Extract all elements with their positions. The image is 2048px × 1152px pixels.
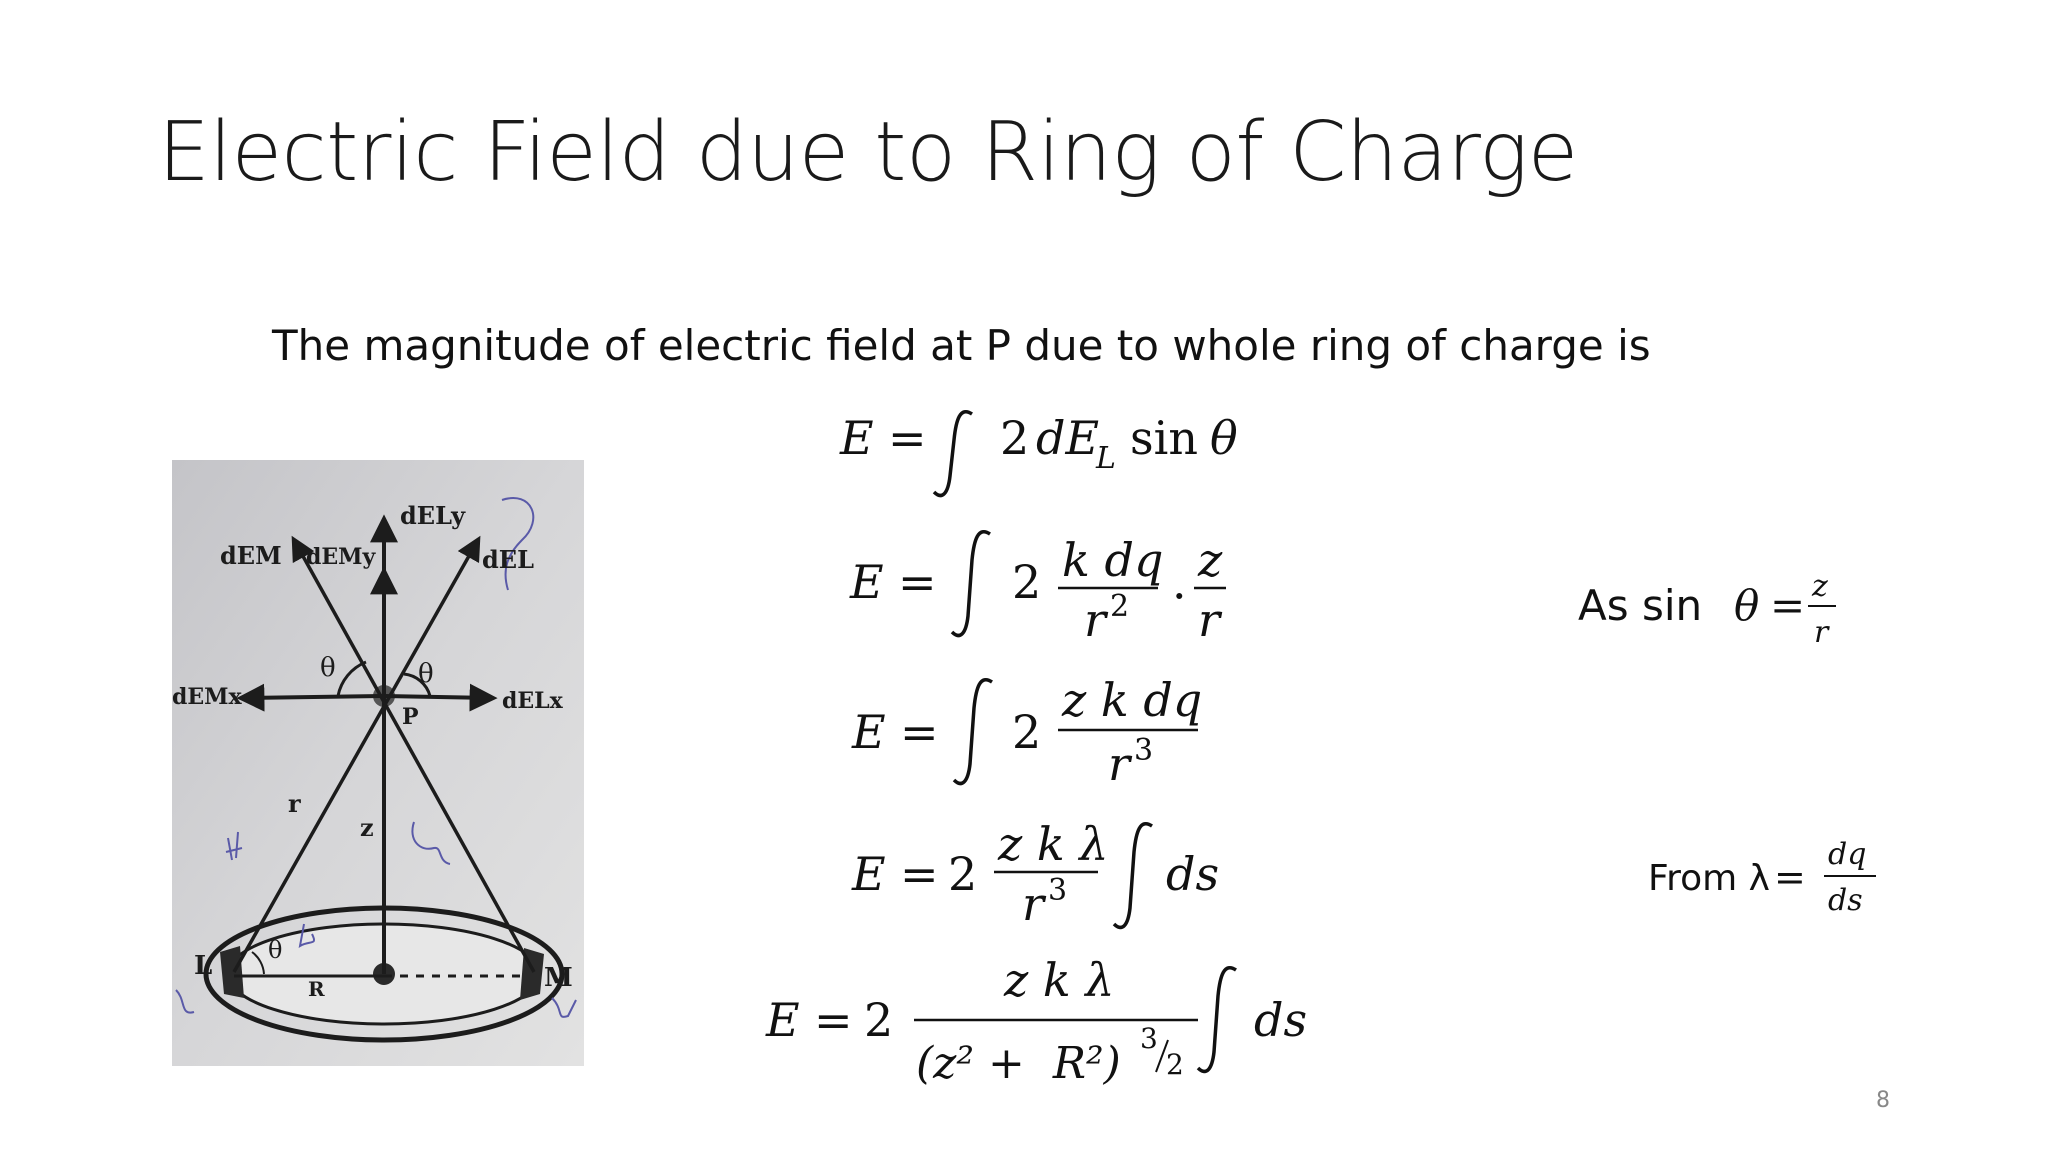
slide-title: Electric Field due to Ring of Charge [158,105,1578,200]
label-dELy: dELy [400,501,466,530]
label-dEMy: dEMy [306,544,377,570]
eq5-ds: ds [1254,993,1307,1047]
theta-arc-right [403,672,432,697]
eq5-integral [1196,966,1237,1074]
label-M: M [544,963,573,993]
eq4-denominator-exponent: 3 [1048,873,1067,908]
eq4-coeff: 2 [948,847,977,901]
pen-mark-3 [411,821,451,865]
eq4-numerator: z k λ [997,817,1109,871]
equation-4: E = 2 z k λ r 3 ds [851,817,1219,931]
eq1-sin: sin [1130,411,1198,465]
side-note-sin-numerator: z [1811,569,1828,604]
label-L: L [194,951,212,981]
intro-text: The magnitude of electric field at P due… [272,321,1651,370]
label-P: P [402,704,419,730]
eq2-denominator-2: r [1198,593,1223,647]
eq1-theta: θ [1210,411,1238,465]
eq5-numerator: z k λ [1003,953,1115,1007]
eq5-exponent-denominator: 2 [1166,1048,1184,1081]
label-theta-bottom: θ [268,936,282,964]
label-z: z [360,813,374,842]
side-note-lambda-denominator: ds [1828,883,1863,918]
eq5-exponent-slash [1155,1039,1169,1073]
eq1-dE-subscript: L [1095,441,1116,476]
eq1-coeff: 2 [1000,411,1029,465]
eq1-dE: dE [1036,411,1099,465]
equation-1: E = 2 dE L sin θ [839,410,1238,498]
dEMx-arrow [236,683,385,712]
pen-mark-4 [175,989,577,1018]
eq1-integral [932,410,973,498]
eq3-numerator: z k dq [1061,673,1202,727]
label-dEL: dEL [482,545,534,574]
eq5-denominator: (z² + R²) [916,1038,1121,1089]
eq5-coeff: 2 [864,993,893,1047]
eq5-lhs: E [765,993,800,1047]
eq4-equals: = [900,847,939,901]
eq3-integral [952,678,993,786]
eq2-denominator-exponent: 2 [1110,589,1129,624]
theta-arc-left [336,660,367,697]
eq2-dot: · [1172,569,1187,623]
pen-mark-2 [225,831,243,861]
eq4-denominator: r [1022,877,1047,931]
side-note-sin-denominator: r [1814,615,1830,650]
side-note-lambda-prefix: From λ [1648,858,1770,899]
eq4-lhs: E [851,847,886,901]
label-dEM: dEM [220,541,282,570]
side-note-sin-theta: As sin θ = z r [1578,569,1836,650]
side-note-sin-theta-symbol: θ [1734,581,1759,630]
pen-mark-5 [298,923,316,948]
side-note-sin-prefix: As sin [1578,581,1702,630]
dELx-arrow [383,683,498,712]
r-line-from-M [291,535,536,973]
page-number: 8 [1876,1088,1890,1113]
eq3-lhs: E [851,705,886,759]
equation-5: E = 2 z k λ (z² + R²) 3 2 ds [765,953,1307,1089]
eq2-integral [950,530,991,638]
label-r: r [288,789,301,818]
eq2-lhs: E [849,555,884,609]
side-note-lambda-equals: = [1774,855,1806,899]
label-theta-right: θ [418,659,434,689]
eq5-exponent-numerator: 3 [1140,1022,1158,1055]
eq2-coeff: 2 [1012,555,1041,609]
ring-charge-figure: dELy dEM dEMy dEL dEMx dELx P r z L M R … [172,460,584,1066]
label-R: R [308,977,325,1001]
side-note-lambda-numerator: dq [1828,837,1866,872]
side-note-lambda: From λ = dq ds [1648,837,1876,918]
eq4-ds: ds [1166,847,1219,901]
r-line-from-L [232,535,481,973]
charge-element-L [220,946,244,998]
eq1-lhs: E [839,411,874,465]
eq3-equals: = [900,705,939,759]
eq5-equals: = [814,993,853,1047]
eq3-denominator-exponent: 3 [1134,733,1153,768]
eq3-denominator: r [1108,737,1133,791]
equation-3: E = 2 z k dq r 3 [851,673,1202,791]
eq2-numerator: k dq [1062,533,1163,587]
label-dEMx: dEMx [172,684,243,710]
pen-mark-1 [501,497,535,591]
label-theta-left: θ [320,653,336,683]
eq2-equals: = [898,555,937,609]
eq4-integral [1112,822,1153,930]
theta-arc-bottom [251,951,265,975]
eq2-numerator-2: z [1197,533,1223,587]
side-note-sin-equals: = [1770,581,1805,630]
eq2-denominator: r [1084,593,1109,647]
label-dELx: dELx [502,688,564,714]
eq3-coeff: 2 [1012,705,1041,759]
equation-2: E = 2 k dq r 2 · z r [849,530,1226,647]
eq1-equals: = [888,411,927,465]
